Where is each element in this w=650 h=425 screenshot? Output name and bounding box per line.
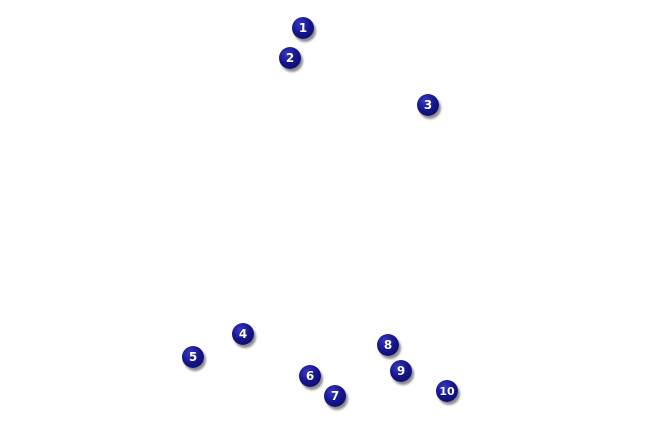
map-marker-4[interactable]: 4 [232,323,254,345]
map-marker-2[interactable]: 2 [279,47,301,69]
map-marker-7[interactable]: 7 [324,385,346,407]
map-marker-3[interactable]: 3 [417,94,439,116]
map-marker-6[interactable]: 6 [299,365,321,387]
map-marker-1[interactable]: 1 [292,17,314,39]
map-marker-5[interactable]: 5 [182,346,204,368]
marker-label: 2 [285,51,295,65]
map-marker-10[interactable]: 10 [436,380,458,402]
map-marker-8[interactable]: 8 [377,334,399,356]
marker-label: 5 [188,350,198,364]
map-marker-9[interactable]: 9 [390,360,412,382]
marker-label: 7 [330,389,340,403]
marker-label: 9 [396,364,406,378]
marker-label: 6 [305,369,315,383]
marker-label: 8 [383,338,393,352]
marker-label: 10 [439,384,455,398]
marker-label: 4 [238,327,248,341]
marker-label: 3 [423,98,433,112]
marker-label: 1 [298,21,308,35]
